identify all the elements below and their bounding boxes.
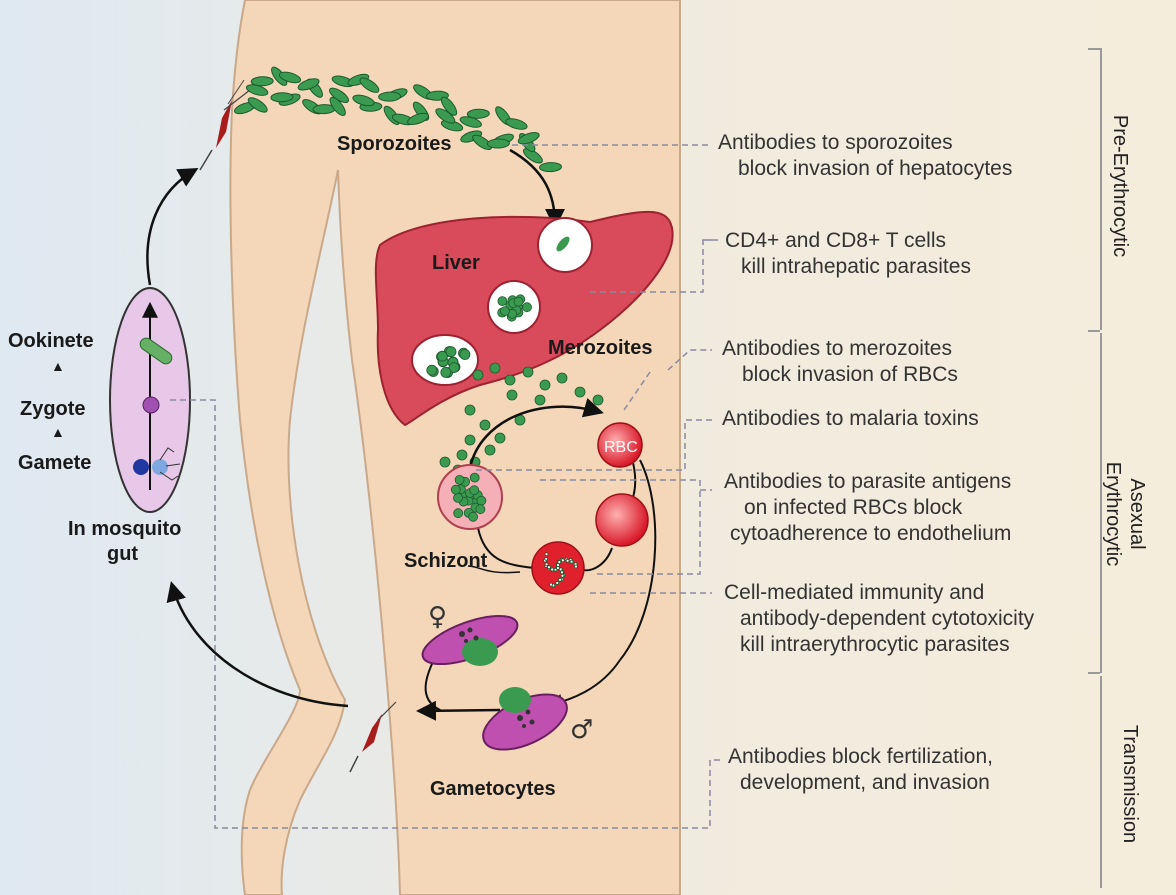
merozoite — [507, 390, 517, 400]
liver-label: Liver — [432, 252, 480, 275]
stipple-dot — [551, 568, 554, 571]
gamete-label: Gamete — [18, 452, 91, 475]
zygote-label: Zygote — [20, 398, 86, 421]
schizont-merozoite — [454, 509, 463, 518]
mosquito-gut-label-1: In mosquito — [68, 518, 181, 541]
schizont-merozoite — [470, 486, 479, 495]
stipple-dot — [557, 564, 560, 567]
sporozoites-label: Sporozoites — [337, 133, 451, 156]
liver-schizont-merozoite — [498, 297, 507, 306]
bracket-pre-erythrocytic — [1100, 48, 1102, 330]
mosquito-gut-label-2: gut — [107, 543, 138, 566]
annotation-cell-mediated: Cell-mediated immunity and antibody-depe… — [724, 580, 1034, 658]
hepatocyte-merozoite — [427, 365, 437, 375]
stipple-dot — [561, 571, 564, 574]
rbc-cell — [596, 494, 648, 546]
annotation-merozoite-antibodies: Antibodies to merozoites block invasion … — [722, 336, 958, 388]
annotation-toxin-antibodies: Antibodies to malaria toxins — [722, 406, 979, 432]
stipple-dot — [570, 560, 573, 563]
stipple-dot — [561, 574, 564, 577]
merozoite — [485, 445, 495, 455]
stage-pre-erythrocytic: Pre-Erythrocytic — [1108, 101, 1132, 271]
schizont-label: Schizont — [404, 550, 487, 573]
merozoite — [473, 370, 483, 380]
merozoite — [505, 375, 515, 385]
liver-schizont-merozoite — [500, 307, 509, 316]
stage-transmission: Transmission — [1118, 714, 1142, 854]
hepatocyte-merozoite — [446, 347, 456, 357]
merozoite — [593, 395, 603, 405]
stipple-dot — [561, 559, 564, 562]
female-symbol: ♀ — [428, 602, 447, 632]
sporozoite — [271, 92, 293, 102]
merozoite — [540, 380, 550, 390]
merozoite — [465, 405, 475, 415]
sporozoite — [539, 162, 561, 172]
annotation-transmission-antibodies: Antibodies block fertilization, developm… — [728, 744, 993, 796]
stipple-dot — [550, 583, 553, 586]
schizont-merozoite — [470, 473, 479, 482]
merozoite — [465, 435, 475, 445]
merozoite — [557, 373, 567, 383]
schizont-merozoite — [477, 496, 486, 505]
stipple-dot — [557, 567, 560, 570]
merozoite — [457, 450, 467, 460]
schizont-merozoite — [469, 512, 478, 521]
sporozoite — [487, 139, 509, 149]
stipple-dot — [548, 566, 551, 569]
annotation-t-cells: CD4+ and CD8+ T cells kill intrahepatic … — [725, 228, 971, 280]
up-arrow-1: ▲ — [51, 358, 65, 374]
ookinete-label: Ookinete — [8, 330, 94, 353]
merozoite — [495, 433, 505, 443]
stipple-dot — [559, 578, 562, 581]
schizont-merozoite — [451, 485, 460, 494]
liver-schizont-merozoite — [523, 303, 532, 312]
bracket-tick-3 — [1088, 672, 1100, 674]
merozoite — [535, 395, 545, 405]
stipple-dot — [545, 563, 548, 566]
stage-asexual-erythrocytic: Asexual Erythrocytic — [1101, 439, 1149, 589]
annotation-antigen-antibodies: Antibodies to parasite antigens on infec… — [724, 469, 1011, 547]
merozoite — [575, 387, 585, 397]
stipple-dot — [574, 565, 577, 568]
schizont-merozoite — [454, 493, 463, 502]
schizont-merozoite — [476, 505, 485, 514]
merozoite — [490, 363, 500, 373]
bracket-tick-1 — [1088, 48, 1100, 50]
zygote-shape — [143, 397, 159, 413]
merozoite — [440, 457, 450, 467]
stipple-dot — [545, 557, 548, 560]
merozoite — [523, 367, 533, 377]
annotation-sporozoite-antibodies: Antibodies to sporozoites block invasion… — [718, 130, 1012, 182]
hepatocyte-merozoite — [460, 350, 470, 360]
liver-schizont-merozoite — [514, 297, 523, 306]
male-symbol: ♂ — [570, 715, 593, 745]
stipple-dot — [566, 559, 569, 562]
bracket-transmission — [1100, 676, 1102, 888]
sporozoite — [378, 92, 400, 102]
bracket-tick-2 — [1088, 330, 1100, 332]
up-arrow-2: ▲ — [51, 424, 65, 440]
merozoites-label: Merozoites — [548, 337, 652, 360]
merozoite — [480, 420, 490, 430]
arrow-gametocytes-to-mosquito — [420, 710, 500, 711]
rbc-label: RBC — [604, 439, 638, 456]
stipple-dot — [556, 582, 559, 585]
schizont-merozoite — [455, 475, 464, 484]
gametocytes-label: Gametocytes — [430, 778, 556, 801]
stipple-dot — [545, 553, 548, 556]
female-gamete-shape — [133, 459, 149, 475]
hepatocyte-merozoite — [441, 367, 451, 377]
